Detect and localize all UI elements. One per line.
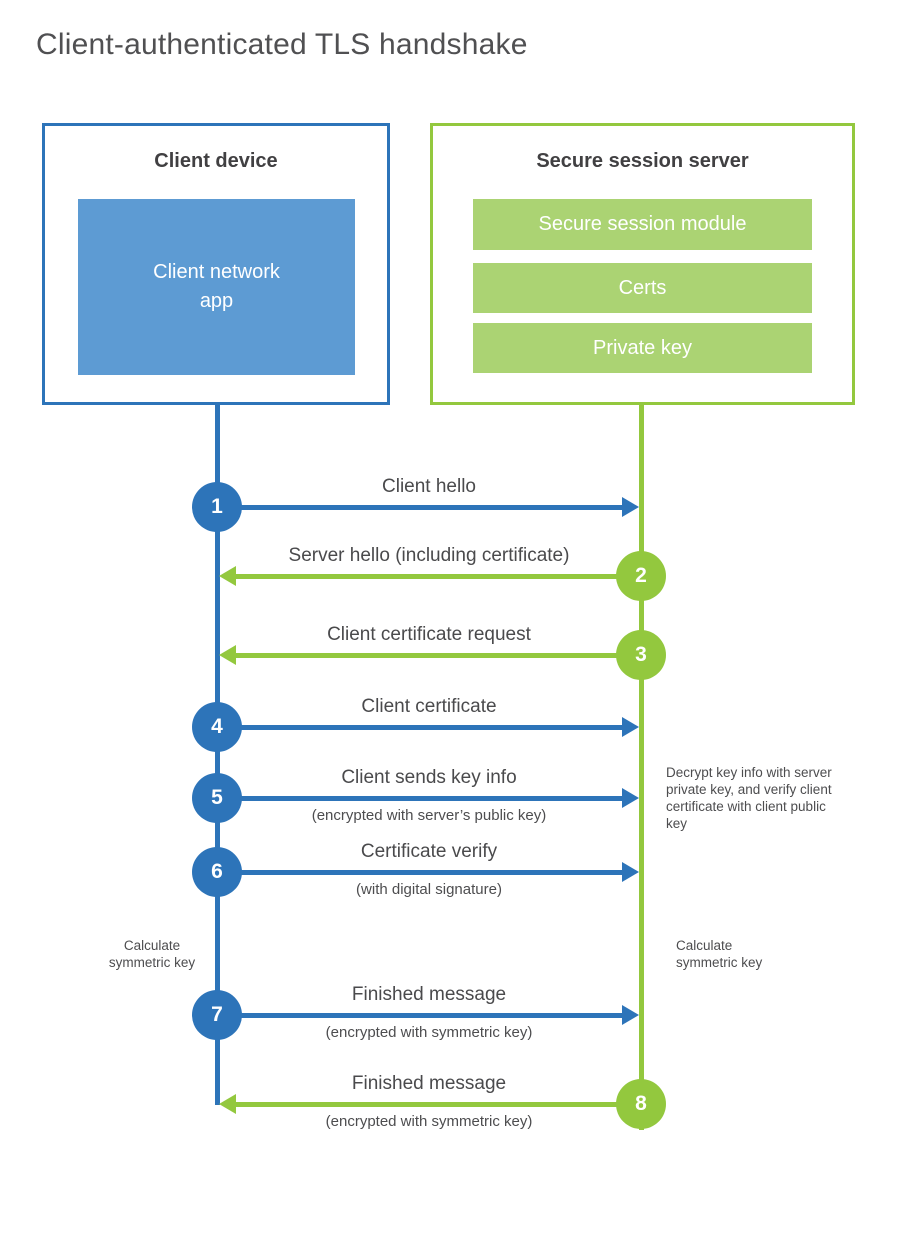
arrow-right-icon	[622, 862, 639, 882]
step-8-arrow-line	[236, 1102, 618, 1107]
arrow-right-icon	[622, 788, 639, 808]
step-1-arrow-line	[240, 505, 622, 510]
calculate-symmetric-key-note-server: Calculate symmetric key	[676, 938, 763, 970]
server-module-certs: Certs	[473, 263, 812, 313]
arrow-right-icon	[622, 1005, 639, 1025]
client-lifeline	[215, 405, 220, 1105]
step-3-arrow-line	[236, 653, 618, 658]
client-device-box: Client device Client network app	[42, 123, 390, 405]
page-title: Client-authenticated TLS handshake	[36, 28, 528, 61]
step-1-label: Client hello	[382, 476, 476, 497]
step-7-sublabel: (encrypted with symmetric key)	[325, 1024, 533, 1041]
step-6-arrow-line	[240, 870, 622, 875]
step-5-sublabel: (encrypted with server’s public key)	[311, 807, 547, 824]
client-network-app-block: Client network app	[78, 199, 355, 375]
arrow-right-icon	[622, 717, 639, 737]
step-6-label: Certificate verify	[360, 841, 498, 862]
step-4-badge: 4	[192, 702, 242, 752]
secure-session-server-box: Secure session server Secure session mod…	[430, 123, 855, 405]
step-5-arrow-line	[240, 796, 622, 801]
step-7-badge: 7	[192, 990, 242, 1040]
step-8-badge: 8	[616, 1079, 666, 1129]
step-7-arrow-line	[240, 1013, 622, 1018]
step-8-label: Finished message	[351, 1073, 507, 1094]
step-6-badge: 6	[192, 847, 242, 897]
server-lifeline	[639, 405, 644, 1130]
step-6-sublabel: (with digital signature)	[356, 881, 502, 898]
step-3-badge: 3	[616, 630, 666, 680]
arrow-left-icon	[219, 645, 236, 665]
step-4-arrow-line	[240, 725, 622, 730]
step-3-label: Client certificate request	[327, 624, 531, 645]
client-device-title: Client device	[154, 150, 278, 172]
step-2-label: Server hello (including certificate)	[288, 545, 570, 566]
step-8-sublabel: (encrypted with symmetric key)	[325, 1113, 533, 1130]
arrow-left-icon	[219, 566, 236, 586]
arrow-left-icon	[219, 1094, 236, 1114]
server-module-secure-session: Secure session module	[473, 199, 812, 250]
step-7-label: Finished message	[351, 984, 507, 1005]
step-5-badge: 5	[192, 773, 242, 823]
step-4-label: Client certificate	[361, 696, 497, 717]
arrow-right-icon	[622, 497, 639, 517]
client-network-app-label: Client network app	[153, 261, 280, 312]
step-2-badge: 2	[616, 551, 666, 601]
decrypt-key-note: Decrypt key info with server private key…	[666, 765, 832, 831]
secure-session-server-title: Secure session server	[536, 150, 749, 172]
step-2-arrow-line	[236, 574, 618, 579]
calculate-symmetric-key-note-client: Calculate symmetric key	[108, 938, 196, 970]
server-module-private-key: Private key	[473, 323, 812, 373]
step-1-badge: 1	[192, 482, 242, 532]
step-5-label: Client sends key info	[341, 767, 517, 788]
